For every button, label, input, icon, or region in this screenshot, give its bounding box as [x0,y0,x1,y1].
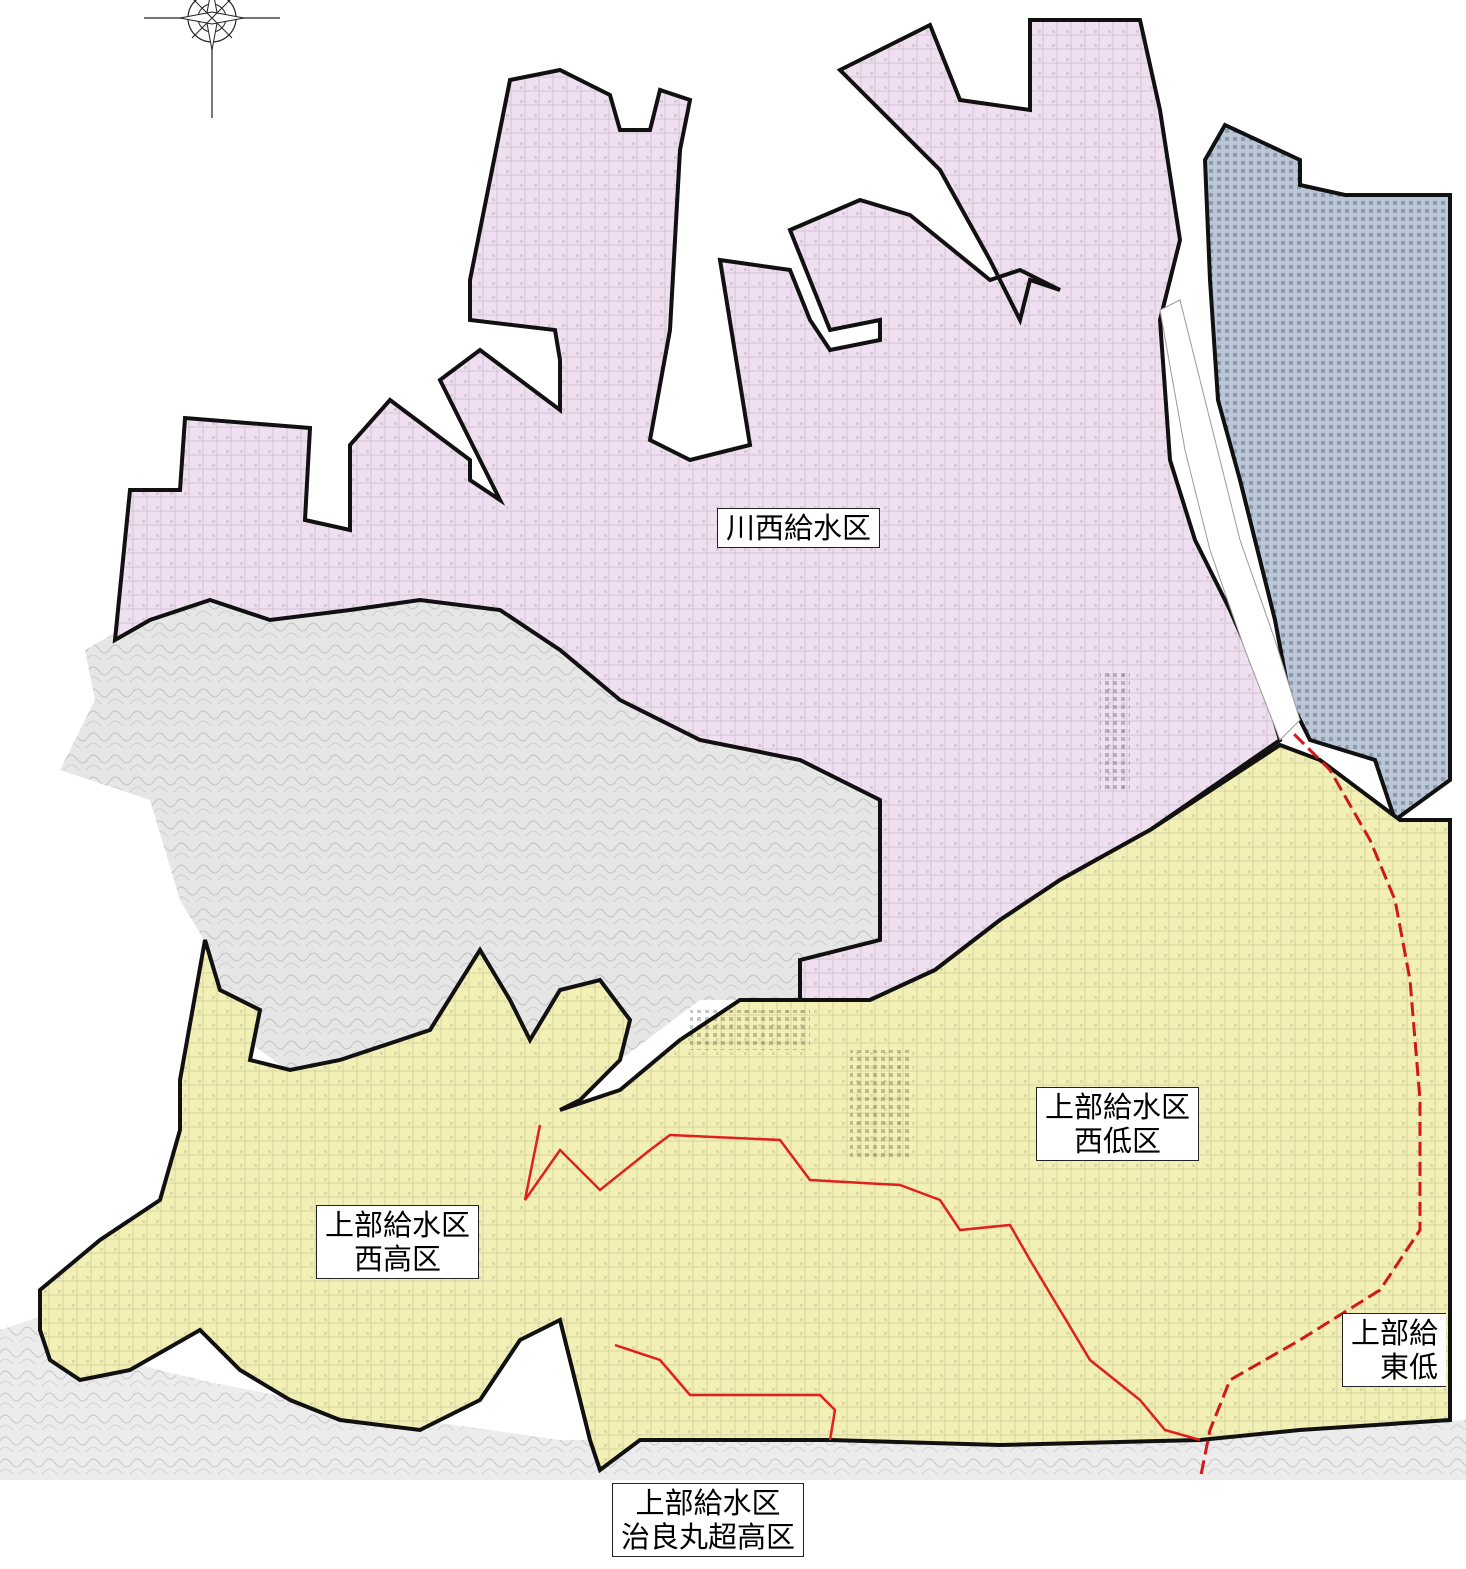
coastal-hill-texture [0,1310,1466,1480]
river [1159,299,1301,741]
dense-block [690,1010,810,1050]
label-higashi-tei-zone: 上部給 東低 [1342,1313,1447,1387]
east-zone-texture [1205,125,1450,820]
hill-texture [60,600,880,1100]
label-line: 上部給水区 [635,1486,781,1520]
dense-block [850,1050,910,1160]
label-line: 治良丸超高区 [621,1520,796,1554]
label-jiramaru-zone: 上部給水区 治良丸超高区 [612,1483,805,1557]
joubu-zone-texture [40,745,1450,1470]
label-nishi-tei-zone: 上部給水区 西低区 [1036,1087,1200,1161]
kawanishi-zone-texture [115,20,1280,1000]
label-line: 西低区 [1074,1124,1162,1158]
railway-line [1198,718,1422,1481]
subzone-boundary-line [523,1124,1201,1442]
compass-rose-icon [144,0,280,118]
label-line: 西高区 [354,1242,442,1276]
subzone-boundary-line [614,1343,837,1441]
label-line: 東低 [1380,1350,1439,1384]
label-line: 川西給水区 [726,511,872,545]
label-line: 上部給水区 [325,1208,471,1242]
dense-block [1100,670,1130,790]
label-kawanishi-zone: 川西給水区 [717,508,881,548]
label-line: 上部給 [1351,1316,1439,1350]
label-nishi-kou-zone: 上部給水区 西高区 [316,1205,480,1279]
label-line: 上部給水区 [1045,1090,1191,1124]
